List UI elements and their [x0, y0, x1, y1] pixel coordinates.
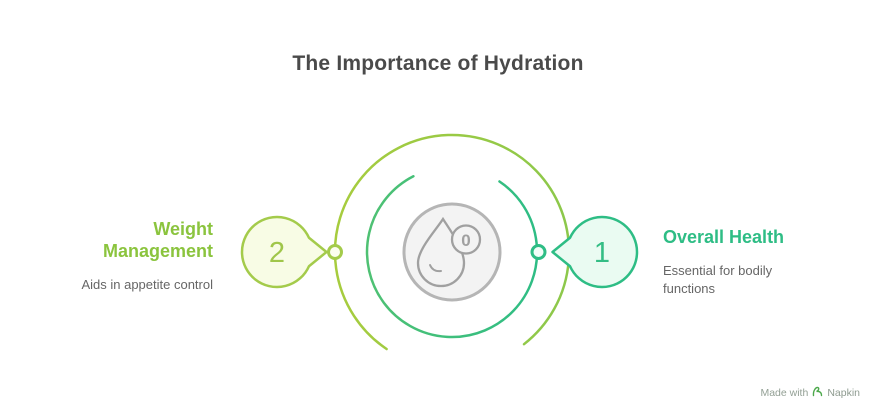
node-1-bubble [551, 215, 639, 289]
node-1-label: Overall Health [663, 227, 785, 247]
watermark-prefix: Made with [760, 387, 809, 399]
page-title: The Importance of Hydration [292, 52, 584, 75]
node-2-bubble [240, 215, 328, 289]
node-1-text-block: Overall Health Essential for bodily func… [663, 226, 823, 298]
napkin-watermark[interactable]: Made with Napkin [760, 386, 860, 400]
inner-ring-arc [365, 175, 539, 339]
drop-shine-line [429, 264, 442, 273]
node-2-text-block: Weight Management Aids in appetite contr… [61, 218, 213, 294]
node-1-description: Essential for bodily functions [663, 263, 773, 296]
drop-badge-circle [450, 224, 482, 255]
connector-dot-left [327, 244, 343, 260]
node-2-label: Weight Management [102, 219, 213, 261]
node-1-number: 1 [594, 237, 610, 269]
node-2-description: Aids in appetite control [81, 277, 213, 292]
napkin-logo-icon [812, 386, 823, 400]
connector-dot-right [530, 244, 547, 260]
node-2-number: 2 [269, 237, 285, 269]
drop-badge-zero: 0 [461, 231, 470, 250]
center-circle [402, 202, 502, 302]
watermark-brand: Napkin [827, 387, 860, 399]
water-drop-icon: 0 [416, 216, 482, 288]
